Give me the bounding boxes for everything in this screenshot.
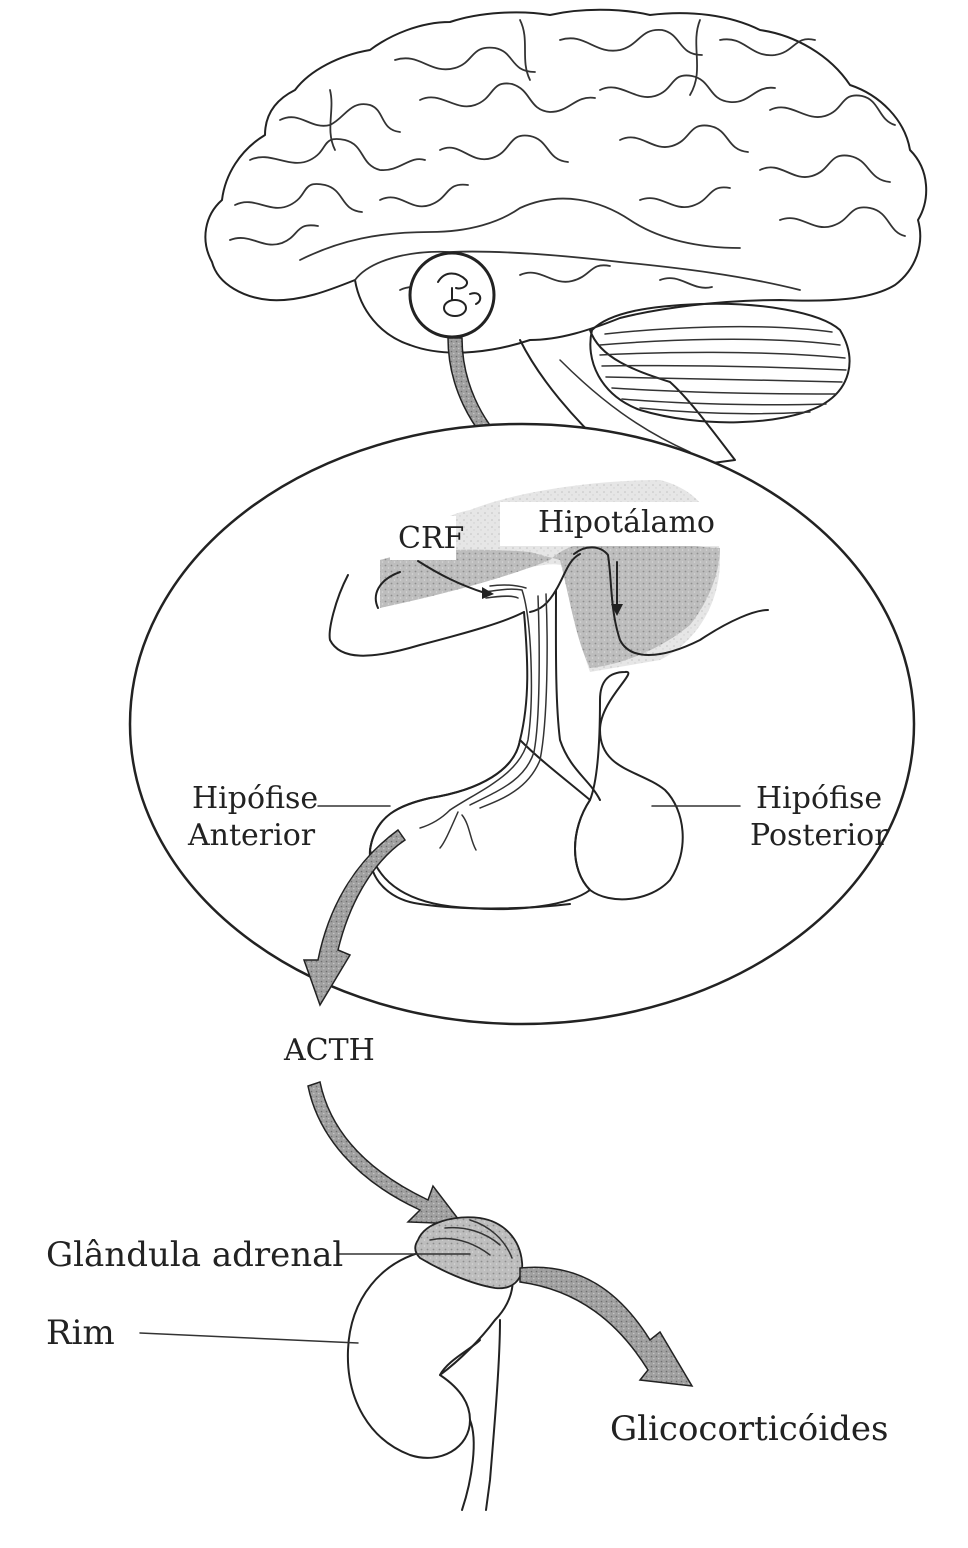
adrenal-gland — [415, 1217, 522, 1288]
arrow-acth-to-adrenal — [308, 1082, 462, 1224]
posterior-pituitary-label-line1: Hipófise — [756, 781, 882, 816]
posterior-pituitary-label-line2: Posterior — [750, 818, 889, 853]
anterior-pituitary-label-line2: Anterior — [187, 818, 316, 853]
brain — [205, 10, 926, 470]
arrow-adrenal-to-glucocorticoids — [520, 1267, 692, 1386]
cerebrum-outline — [205, 10, 926, 353]
kidney — [348, 1250, 513, 1510]
cerebellum — [590, 304, 849, 423]
adrenal-gland-label: Glândula adrenal — [46, 1235, 343, 1275]
kidney-leader-line — [140, 1333, 358, 1343]
glucocorticoids-label: Glicocorticóides — [610, 1409, 888, 1449]
crf-label: CRF — [398, 521, 464, 556]
hypothalamus-label: Hipotálamo — [538, 505, 715, 540]
kidney-label: Rim — [46, 1313, 115, 1353]
acth-label: ACTH — [283, 1033, 375, 1068]
anterior-pituitary-label-line1: Hipófise — [192, 781, 318, 816]
